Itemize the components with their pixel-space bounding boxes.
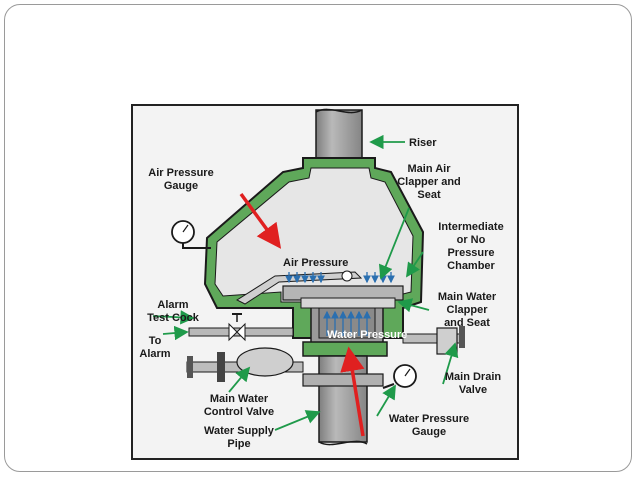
supply-pipe	[302, 355, 384, 446]
label-air-pressure-gauge-2: Gauge	[164, 180, 198, 192]
label-intermediate-chamber-3: Pressure	[447, 247, 494, 259]
label-riser: Riser	[409, 137, 437, 149]
water-pressure-gauge-icon	[382, 364, 417, 389]
air-pressure-gauge-icon	[171, 220, 211, 249]
label-main-water-clapper-1: Main Water	[438, 291, 497, 303]
label-water-pressure: Water Pressure	[327, 329, 407, 341]
label-intermediate-chamber-4: Chamber	[447, 260, 495, 272]
highlight-arrows	[239, 192, 365, 437]
label-air-pressure: Air Pressure	[283, 257, 348, 269]
main-water-control-valve-icon	[186, 347, 304, 382]
label-main-air-clapper-2: Clapper and	[397, 176, 461, 188]
label-main-water-clapper-3: and Seat	[444, 317, 490, 329]
water-pressure-arrows	[323, 310, 371, 336]
alarm-test-cock-icon	[188, 313, 294, 342]
dry-pipe-valve-diagram: Riser Main Air Clapper and Seat Air Pres…	[131, 104, 519, 460]
diagram-canvas: Riser Main Air Clapper and Seat Air Pres…	[139, 108, 504, 450]
pointer-arrows	[152, 134, 459, 431]
label-alarm-test-cock-1: Alarm	[157, 299, 188, 311]
label-main-air-clapper-1: Main Air	[408, 163, 452, 175]
label-intermediate-chamber-1: Intermediate	[438, 221, 503, 233]
label-water-pressure-gauge-1: Water Pressure	[389, 413, 469, 425]
label-main-water-clapper-2: Clapper	[447, 304, 489, 316]
label-main-drain-valve-2: Valve	[459, 384, 487, 396]
label-intermediate-chamber-2: or No	[457, 234, 486, 246]
label-main-drain-valve-1: Main Drain	[445, 371, 502, 383]
label-to-alarm-1: To	[149, 335, 162, 347]
riser-pipe	[315, 108, 363, 161]
label-main-air-clapper-3: Seat	[417, 189, 441, 201]
label-alarm-test-cock-2: Test Cock	[147, 312, 200, 324]
label-air-pressure-gauge-1: Air Pressure	[148, 167, 213, 179]
label-water-supply-pipe-2: Pipe	[227, 438, 250, 450]
label-main-water-control-valve-2: Control Valve	[204, 406, 274, 418]
main-drain-valve-icon	[402, 326, 465, 355]
label-to-alarm-2: Alarm	[139, 348, 170, 360]
valve-body	[203, 157, 425, 357]
label-water-supply-pipe-1: Water Supply	[204, 425, 275, 437]
label-water-pressure-gauge-2: Gauge	[412, 426, 446, 438]
slide-frame: Riser Main Air Clapper and Seat Air Pres…	[4, 4, 632, 472]
label-main-water-control-valve-1: Main Water	[210, 393, 269, 405]
